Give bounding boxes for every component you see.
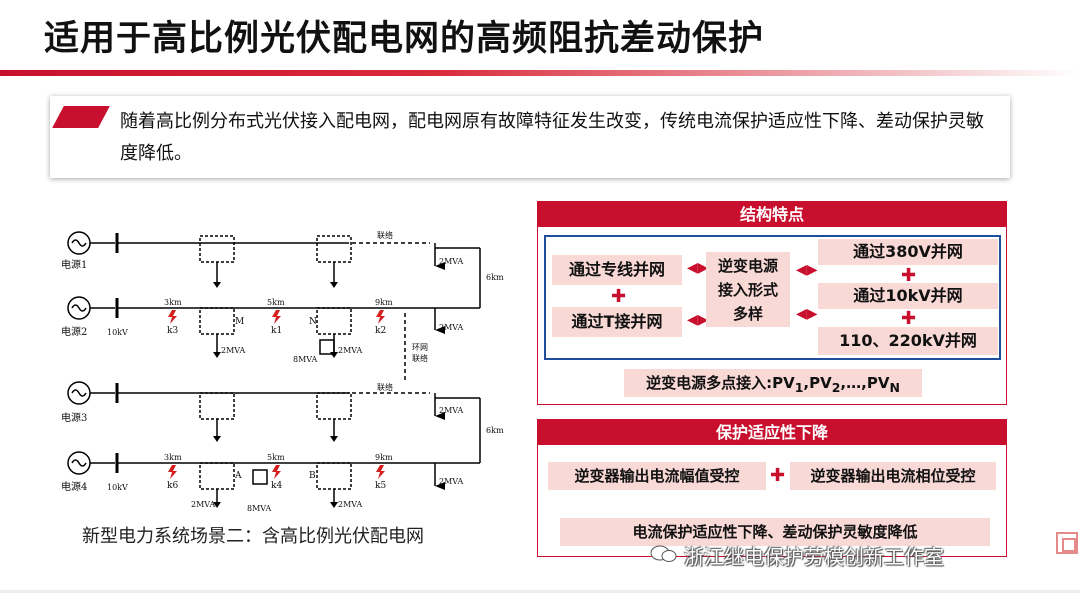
- left-item-dedicated: 通过专线并网: [552, 255, 682, 285]
- load-2mva-2: 2MVA: [439, 323, 464, 332]
- center-topic: 逆变电源 接入形式 多样: [706, 252, 790, 327]
- pv-n: PV: [866, 374, 890, 392]
- voltage-label-4: 10kV: [107, 483, 128, 492]
- fault-k6: k6: [167, 481, 178, 491]
- distance-3km-top: 3km: [164, 298, 182, 307]
- distance-top: 6km: [486, 273, 504, 282]
- pv-1-sub: 1: [794, 380, 804, 395]
- conclusion-item: 电流保护适应性下降、差动保护灵敏度降低: [560, 518, 990, 546]
- source-2-label: 电源2: [61, 325, 87, 338]
- ring-tie-label-1: 环网: [412, 343, 428, 352]
- structure-frame: 通过专线并网 ✚ 通过T接并网 ◀▶ ◀▶ 逆变电源 接入形式 多样 ◀▶ ◀▶…: [544, 235, 1001, 360]
- node-m: M: [235, 317, 244, 327]
- left-item-tjoint: 通过T接并网: [552, 307, 682, 337]
- load-2mva-4: 2MVA: [439, 477, 464, 486]
- sep: ,: [803, 374, 810, 392]
- amplitude-item: 逆变器输出电流幅值受控: [548, 462, 766, 490]
- fault-k2: k2: [375, 326, 386, 336]
- fault-k4: k4: [271, 481, 282, 491]
- pv-n-sub: N: [889, 380, 900, 395]
- right-item-10kv: 通过10kV并网: [818, 283, 998, 309]
- arrow-icon: ◀▶: [687, 260, 709, 276]
- phase-item: 逆变器输出电流相位受控: [790, 462, 996, 490]
- fault-k5: k5: [375, 481, 386, 491]
- distance-5km-bottom: 5km: [267, 453, 285, 462]
- arrow-icon: ◀▶: [687, 312, 709, 328]
- plus-icon: ✚: [901, 308, 917, 329]
- node-a: A: [234, 471, 242, 481]
- distance-bottom: 6km: [486, 426, 504, 435]
- source-3-label: 电源3: [61, 411, 87, 424]
- plus-icon: ✚: [770, 465, 786, 486]
- plus-icon: ✚: [901, 265, 917, 286]
- pv-1: PV: [772, 374, 795, 392]
- voltage-label-2: 10kV: [107, 328, 128, 337]
- intro-text: 随着高比例分布式光伏接入配电网，配电网原有故障特征发生改变，传统电流保护适应性下…: [120, 111, 984, 164]
- pv-2: PV: [809, 374, 832, 392]
- arrow-icon: ◀▶: [796, 306, 818, 322]
- corner-decoration: [1056, 532, 1078, 554]
- fault-k1: k1: [271, 326, 282, 336]
- node-b: B: [309, 471, 316, 481]
- tie-label-bottom: 联络: [377, 382, 393, 392]
- load-2mva-3: 2MVA: [439, 406, 464, 415]
- distribution-network-diagram: 电源1 电源2 电源3 电源4 10kV 10kV 联络 联络 环网 联络 6k…: [55, 218, 525, 518]
- bottom-rule: [0, 590, 1080, 593]
- dots: ,…,: [840, 374, 867, 392]
- intro-box: [50, 96, 1010, 178]
- pv-8mva-n: 8MVA: [293, 355, 318, 364]
- plus-icon: ✚: [611, 286, 627, 307]
- multi-point-access: 逆变电源多点接入:PV1,PV2,…,PVN: [624, 369, 922, 397]
- protection-header: 保护适应性下降: [538, 420, 1006, 445]
- tie-label-top: 联络: [377, 230, 393, 240]
- network-svg: 电源1 电源2 电源3 电源4 10kV 10kV 联络 联络 环网 联络 6k…: [61, 230, 504, 513]
- source-1-label: 电源1: [61, 258, 87, 271]
- title-underline: [0, 70, 1080, 76]
- distance-5km-top: 5km: [267, 298, 285, 307]
- distance-3km-bottom: 3km: [164, 453, 182, 462]
- right-item-110kv: 110、220kV并网: [818, 327, 998, 355]
- wechat-icon: [650, 545, 677, 562]
- ring-tie-label-2: 联络: [412, 353, 428, 363]
- load-2mva-n: 2MVA: [338, 346, 363, 355]
- protection-panel: 保护适应性下降 逆变器输出电流幅值受控 ✚ 逆变器输出电流相位受控 电流保护适应…: [537, 419, 1007, 557]
- multi-prefix: 逆变电源多点接入:: [646, 374, 773, 392]
- pv-2-sub: 2: [831, 380, 841, 395]
- structure-header: 结构特点: [538, 202, 1006, 227]
- page-title: 适用于高比例光伏配电网的高频阻抗差动保护: [44, 19, 765, 59]
- node-n: N: [309, 317, 317, 327]
- diagram-caption: 新型电力系统场景二：含高比例光伏配电网: [82, 526, 424, 547]
- arrow-icon: ◀▶: [796, 262, 818, 278]
- watermark-text: 浙江继电保护劳模创新工作室: [684, 545, 944, 569]
- center-line-3: 多样: [732, 305, 763, 323]
- pv-8mva-a: 8MVA: [247, 504, 272, 513]
- distance-9km-top: 9km: [375, 298, 393, 307]
- load-2mva-b: 2MVA: [338, 500, 363, 509]
- right-item-380v: 通过380V并网: [818, 239, 998, 265]
- center-line-1: 逆变电源: [717, 257, 778, 275]
- distance-9km-bottom: 9km: [375, 453, 393, 462]
- structure-panel: 结构特点 通过专线并网 ✚ 通过T接并网 ◀▶ ◀▶ 逆变电源 接入形式 多样 …: [537, 201, 1007, 405]
- center-line-2: 接入形式: [717, 281, 778, 299]
- fault-k3: k3: [167, 326, 178, 336]
- load-2mva-a: 2MVA: [191, 500, 216, 509]
- source-4-label: 电源4: [61, 480, 87, 493]
- load-2mva-m: 2MVA: [221, 346, 246, 355]
- load-2mva-1: 2MVA: [439, 257, 464, 266]
